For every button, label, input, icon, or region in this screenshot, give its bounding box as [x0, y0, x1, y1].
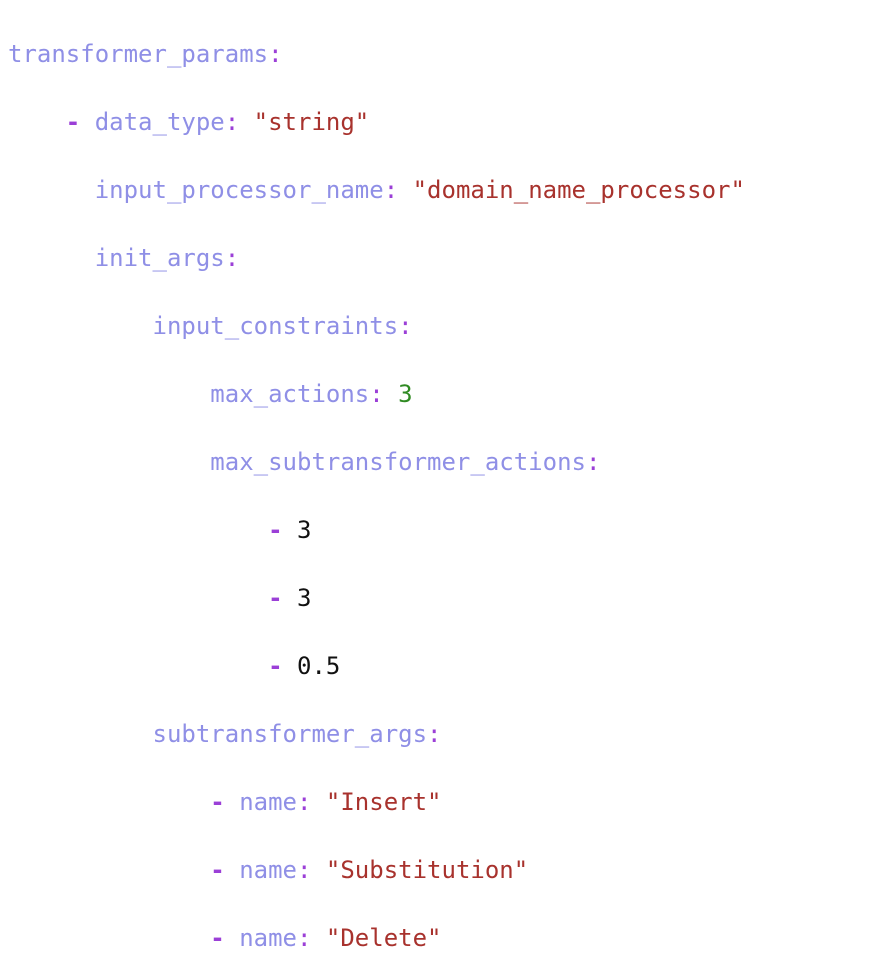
yaml-key: transformer_params: [8, 40, 269, 68]
yaml-key: input_constraints: [152, 312, 399, 340]
yaml-key: subtransformer_args: [152, 720, 428, 748]
yaml-key: max_subtransformer_actions: [210, 448, 586, 476]
yaml-string-value: "string": [253, 108, 370, 136]
code-line-name-item: - name: "Delete": [210, 924, 442, 952]
code-line-data-type: - data_type: "string": [65, 108, 370, 136]
list-dash: -: [210, 788, 225, 816]
yaml-list-value: 3: [297, 584, 312, 612]
yaml-key: max_actions: [210, 380, 370, 408]
yaml-key: name: [239, 856, 297, 884]
yaml-key: input_processor_name: [94, 176, 384, 204]
yaml-string-value: "domain_name_processor": [412, 176, 745, 204]
list-dash: -: [210, 924, 225, 952]
yaml-list-value: 0.5: [297, 652, 341, 680]
yaml-string-value: "Delete": [325, 924, 442, 952]
yaml-number-value: 3: [398, 380, 413, 408]
list-dash: -: [65, 108, 81, 136]
yaml-key: name: [239, 788, 297, 816]
yaml-list-value: 3: [297, 516, 312, 544]
code-line-list-value: - 3: [8, 581, 745, 615]
code-line-name-item: - name: "Insert": [210, 788, 442, 816]
list-dash: -: [210, 856, 225, 884]
code-line-list-value: - 3: [8, 513, 745, 547]
code-line-transformer-params: transformer_params:: [8, 40, 283, 68]
code-line-max-actions: max_actions: 3: [210, 380, 413, 408]
code-line-input-processor-name: input_processor_name: "domain_name_proce…: [94, 176, 745, 204]
code-line-list-value: - 0.5: [8, 649, 745, 683]
yaml-string-value: "Insert": [325, 788, 442, 816]
code-line-max-subtransformer-actions: max_subtransformer_actions:: [210, 448, 601, 476]
code-line-name-item: - name: "Substitution": [210, 856, 529, 884]
yaml-code-view: transformer_params: - data_type: "string…: [8, 3, 745, 960]
yaml-key: name: [239, 924, 297, 952]
yaml-string-value: "Substitution": [325, 856, 529, 884]
yaml-key: init_args: [94, 244, 225, 272]
list-dash: -: [268, 516, 283, 544]
code-line-subtransformer-args: subtransformer_args:: [152, 720, 442, 748]
code-line-init-args: init_args:: [94, 244, 240, 272]
list-dash: -: [268, 584, 283, 612]
yaml-key: data_type: [94, 108, 225, 136]
code-line-input-constraints: input_constraints:: [152, 312, 413, 340]
list-dash: -: [268, 652, 283, 680]
